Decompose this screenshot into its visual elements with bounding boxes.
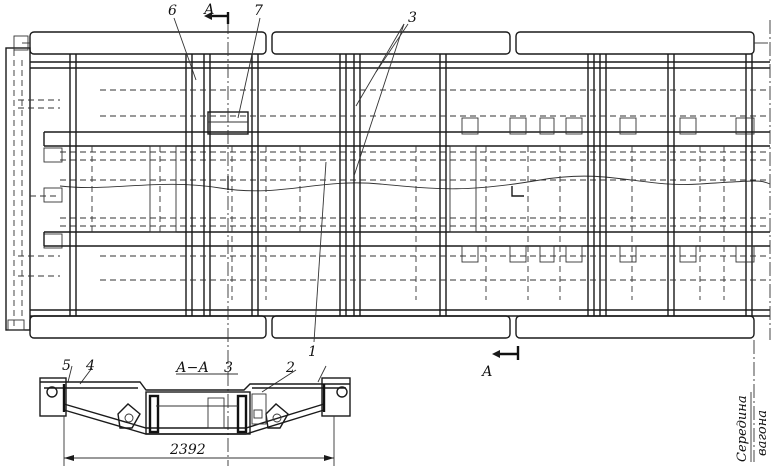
section-view-title: А−А [175,360,209,376]
callout-3: 3 [408,10,417,26]
side-note-line2: вагона [755,410,770,456]
side-note-line1: Середина [735,395,750,462]
hidden-lines [91,89,770,300]
left-end-frame [5,35,63,331]
callout-5: 5 [62,358,71,374]
callout-3-section: 3 [224,360,233,376]
callout-2: 2 [285,360,295,376]
brackets [149,111,755,263]
dimension-2392 [63,416,335,466]
callout-4: 4 [85,358,95,374]
longitudinal-beams [30,61,770,317]
leaders [67,17,409,393]
callout-6: 6 [168,3,177,19]
section-mark-top: А [203,2,215,18]
side-note: Середина вагона [735,392,770,462]
callout-7: 7 [254,3,263,19]
section-cut-a [204,12,520,466]
callout-1: 1 [308,344,317,360]
bottom-rollers [29,315,755,339]
cross-members [69,54,753,316]
section-view-a-a [39,373,351,435]
dimension-value: 2392 [169,442,206,458]
top-rollers [22,31,768,55]
section-mark-bottom: А [481,364,493,380]
plan-view [5,12,771,466]
load-contour [59,175,771,192]
